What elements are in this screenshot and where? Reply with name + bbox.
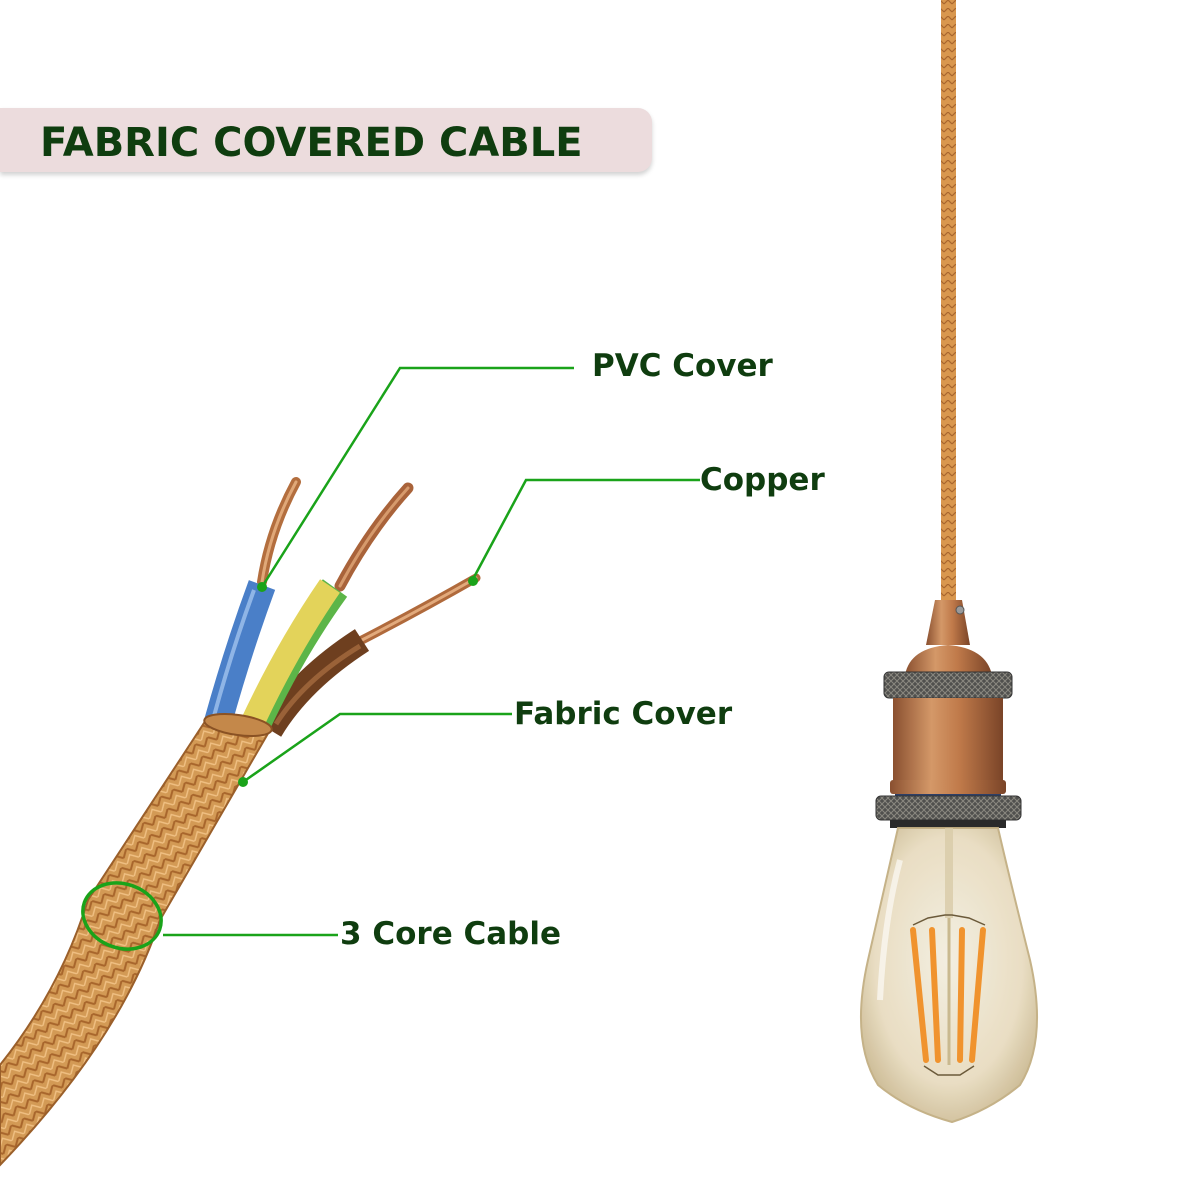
- cable-cutaway: [0, 477, 481, 1167]
- callout-label-3-core-cable: 3 Core Cable: [340, 916, 562, 952]
- callout-label-fabric-cover: Fabric Cover: [514, 696, 733, 732]
- pvc-cover-leader-line: [260, 366, 574, 588]
- pendant-lamp: [859, 0, 1039, 1124]
- hanging-fabric-cord: [941, 0, 956, 600]
- callout-lines: [81, 366, 700, 951]
- title-banner: FABRIC COVERED CABLE: [0, 108, 652, 172]
- callout-label-pvc-cover: PVC Cover: [592, 348, 773, 384]
- copper-leader-line: [470, 478, 700, 582]
- led-filaments: [910, 927, 986, 1063]
- fabric-cover-anchor-dot: [238, 777, 248, 787]
- copper-anchor-dot: [468, 576, 478, 586]
- fabric-cover-leader-line: [242, 712, 512, 784]
- callout-label-copper: Copper: [700, 462, 825, 498]
- 3-core-cable-ring: [81, 881, 163, 951]
- pvc-cover-anchor-dot: [257, 582, 267, 592]
- page-title: FABRIC COVERED CABLE: [40, 120, 583, 166]
- callout-dots: [238, 576, 478, 787]
